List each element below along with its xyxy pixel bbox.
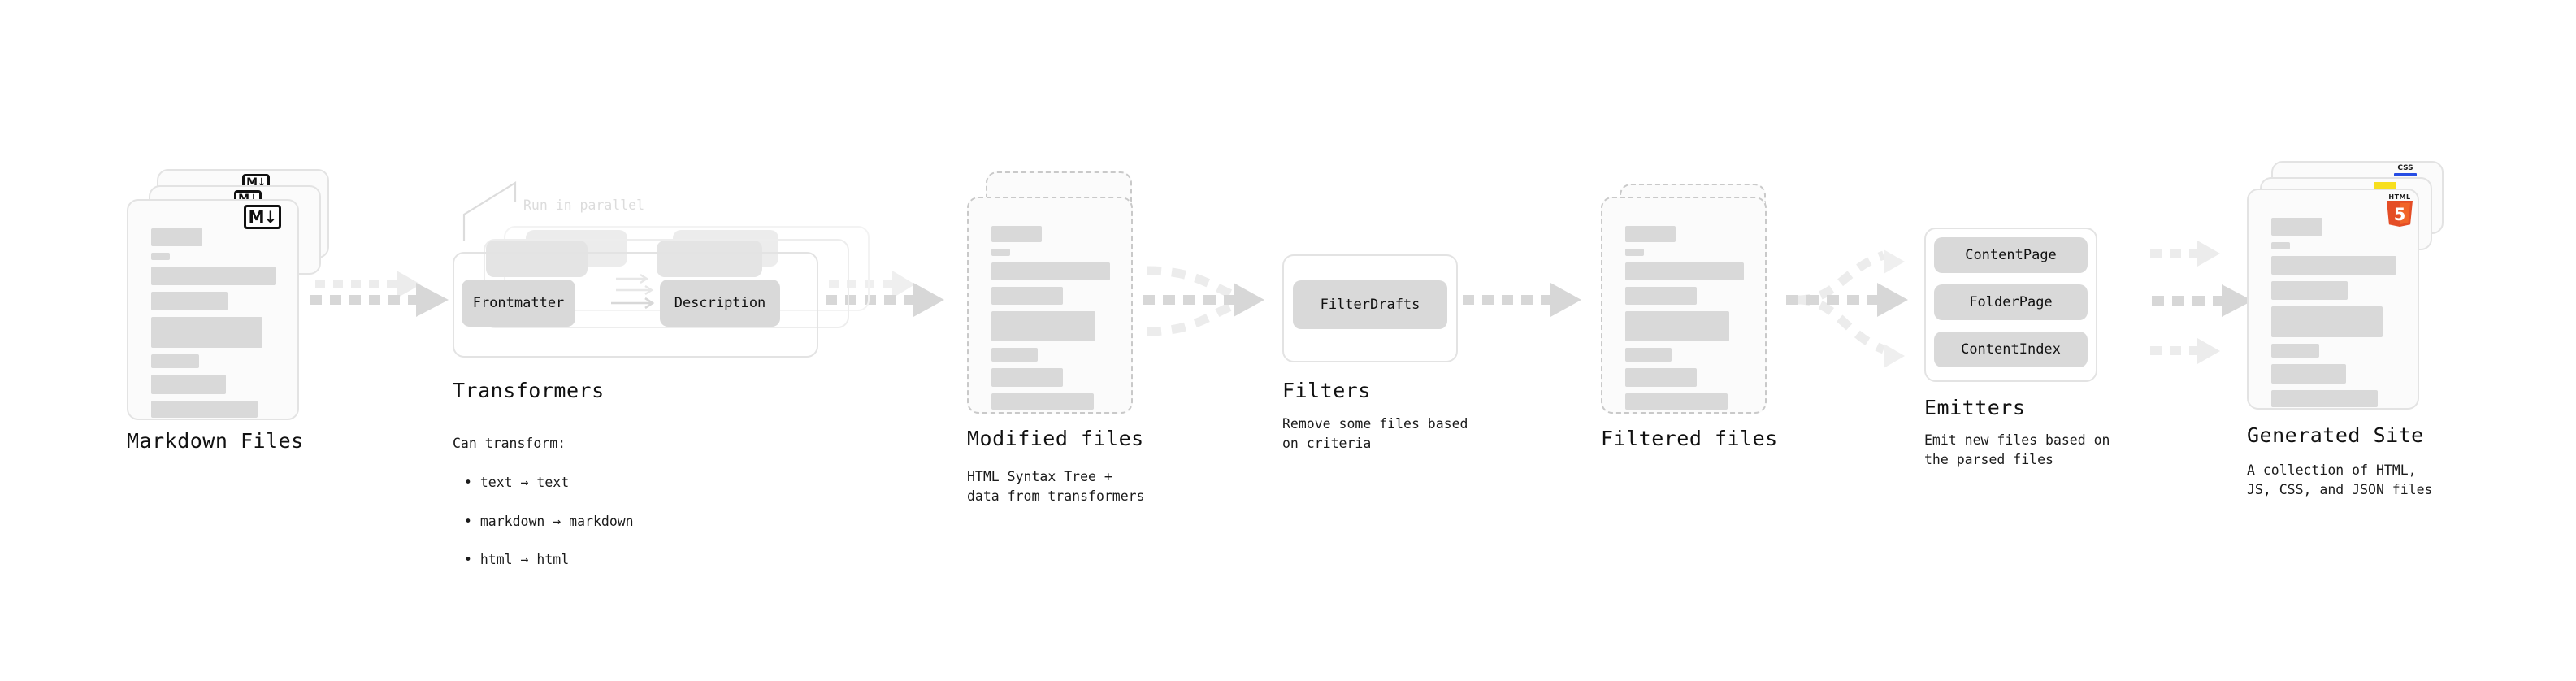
- emitters-title: Emitters: [1924, 396, 2026, 419]
- emitters-chip-contentpage[interactable]: ContentPage: [1934, 237, 2088, 273]
- generated-site-description: A collection of HTML, JS, CSS, and JSON …: [2247, 462, 2433, 497]
- emitters-chip-contentindex[interactable]: ContentIndex: [1934, 332, 2088, 367]
- run-in-parallel-bracket: [462, 181, 517, 241]
- transformers-panel-front: [453, 252, 818, 358]
- filtered-card-front: [1601, 197, 1767, 414]
- transformers-to-modified-arrow: [826, 271, 944, 317]
- modified-files-description: HTML Syntax Tree + data from transformer…: [967, 469, 1145, 504]
- filtered-to-emitters-arrow: [1786, 249, 1908, 368]
- md-to-transformers-arrow: [310, 271, 449, 317]
- transformers-chip-frontmatter[interactable]: Frontmatter: [462, 280, 575, 327]
- html5-digit: 5: [2394, 205, 2406, 224]
- transformers-bullet-2: • html → html: [464, 552, 570, 568]
- css3-icon: CSS: [2394, 164, 2417, 177]
- filters-chip-filterdrafts[interactable]: FilterDrafts: [1293, 280, 1447, 329]
- transformers-bullet-1: • markdown → markdown: [464, 513, 634, 529]
- html5-shield: 5: [2387, 201, 2413, 227]
- modified-files-title: Modified files: [967, 427, 1144, 450]
- emitters-description: Emit new files based on the parsed files: [1924, 432, 2110, 467]
- filtered-files-title: Filtered files: [1601, 427, 1778, 450]
- modified-placeholder-lines: [991, 226, 1110, 416]
- generated-site-title: Generated Site: [2247, 423, 2424, 447]
- markdown-files-title: Markdown Files: [127, 429, 304, 453]
- markdown-placeholder-lines: [151, 228, 276, 424]
- transformers-chip-description-back1: [657, 241, 762, 277]
- markdown-icon-front: M↓: [244, 205, 281, 229]
- filters-title: Filters: [1282, 379, 1371, 402]
- transformers-desc-lead: Can transform:: [453, 435, 566, 451]
- transformers-chip-description[interactable]: Description: [660, 280, 780, 327]
- generated-card-front: [2247, 189, 2419, 410]
- transformers-description: Can transform: • text → text • markdown …: [453, 414, 634, 589]
- emitters-chip-folderpage[interactable]: FolderPage: [1934, 284, 2088, 320]
- generated-placeholder-lines: [2271, 218, 2396, 414]
- emitters-to-site-arrow: [2150, 241, 2253, 364]
- modified-card-front: [967, 197, 1133, 414]
- filters-description: Remove some files based on criteria: [1282, 416, 1468, 451]
- markdown-card-front: [127, 199, 299, 420]
- transformers-bullet-0: • text → text: [464, 474, 570, 490]
- html5-icon: HTML 5: [2385, 193, 2414, 228]
- filters-to-filtered-arrow: [1463, 283, 1581, 317]
- html5-wordmark: HTML: [2388, 193, 2411, 201]
- transformers-title: Transformers: [453, 379, 605, 402]
- run-in-parallel-label: Run in parallel: [523, 197, 645, 213]
- transformers-chip-frontmatter-back1: [486, 241, 588, 277]
- filtered-placeholder-lines: [1625, 226, 1744, 416]
- modified-to-filters-arrow: [1143, 266, 1264, 336]
